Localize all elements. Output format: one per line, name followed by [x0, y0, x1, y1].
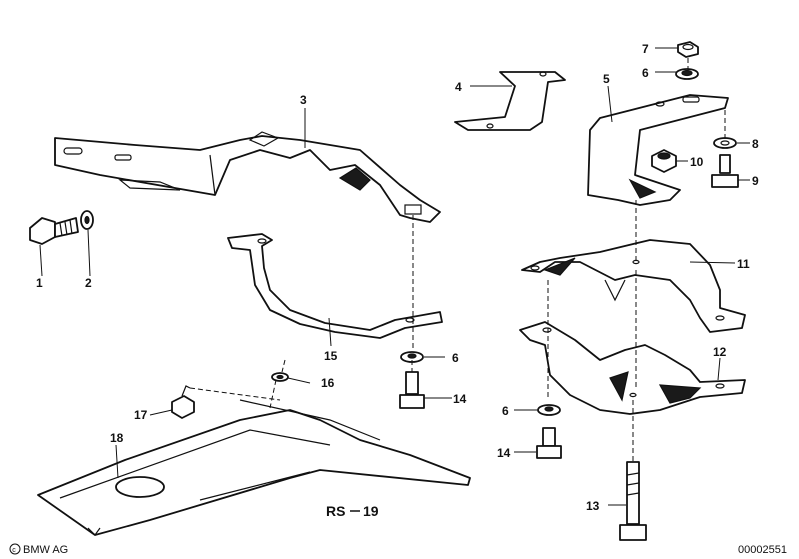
callout-3: 3: [300, 93, 307, 107]
callout-17: 17: [134, 408, 148, 422]
drawing-number: 00002551: [738, 544, 787, 556]
section-code-letters: RS: [326, 503, 345, 519]
svg-text:c: c: [12, 547, 16, 554]
section-code-number: 19: [363, 503, 379, 519]
callout-16: 16: [321, 376, 335, 390]
washer-part-6-middle: [400, 351, 424, 363]
bolt-part-9: [711, 154, 739, 188]
footer: c BMW AG 00002551: [9, 543, 787, 556]
callout-15: 15: [324, 349, 338, 363]
callout-labels: 1 2 3 4 5 6 7 8 9 10 11 12 13 14 15 16 1…: [36, 42, 759, 513]
nut-part-10: [651, 149, 677, 173]
callout-1: 1: [36, 276, 43, 290]
assembly-axes: [189, 58, 726, 462]
callout-6-lower: 6: [502, 404, 509, 418]
callout-11: 11: [737, 257, 750, 271]
shield-plate-part-18: [37, 399, 471, 536]
callout-6-top: 6: [642, 66, 649, 80]
section-code: RS 19: [326, 503, 379, 519]
copyright-icon: [9, 543, 21, 555]
callout-9: 9: [752, 174, 759, 188]
clamp-half-part-11: [521, 239, 746, 333]
bolt-part-14-lower: [536, 427, 562, 459]
nut-part-7: [677, 41, 699, 58]
callout-12: 12: [713, 345, 727, 359]
clip-part-16: [271, 372, 289, 382]
washer-part-6-lower: [537, 404, 561, 416]
callout-2: 2: [85, 276, 92, 290]
callout-13: 13: [586, 499, 600, 513]
callout-14-lower: 14: [497, 446, 511, 460]
washer-part-6-top: [675, 68, 699, 80]
washer-part-8: [713, 137, 737, 149]
bracket-part-4: [454, 71, 566, 131]
screw-part-17: [171, 385, 195, 419]
callout-4: 4: [455, 80, 462, 94]
leader-lines: [39, 47, 750, 506]
brand-label: BMW AG: [23, 544, 68, 556]
bracket-part-15: [227, 233, 443, 339]
bolt-part-13: [619, 461, 647, 541]
callout-8: 8: [752, 137, 759, 151]
washer-part-2: [80, 210, 94, 230]
callout-10: 10: [690, 155, 704, 169]
bracket-part-3: [54, 131, 441, 223]
callout-18: 18: [110, 431, 124, 445]
callout-7: 7: [642, 42, 649, 56]
callout-14-middle: 14: [453, 392, 467, 406]
bolt-part-14-middle: [399, 371, 425, 409]
bolt-part-1: [29, 217, 79, 245]
callout-6-middle: 6: [452, 351, 459, 365]
clamp-half-part-12: [519, 321, 746, 415]
bracket-part-5: [587, 94, 729, 206]
callout-5: 5: [603, 72, 610, 86]
